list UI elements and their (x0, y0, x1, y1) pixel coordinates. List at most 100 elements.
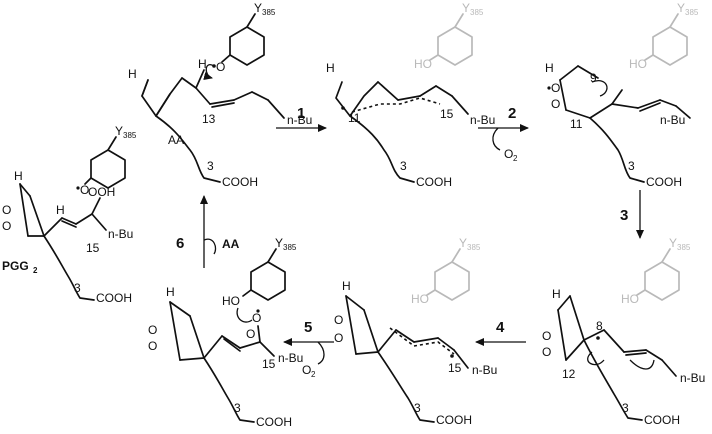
svg-text:n-Bu: n-Bu (470, 113, 495, 127)
h-label-aa-2: H (198, 57, 207, 71)
svg-text:HO: HO (629, 57, 647, 71)
svg-text:O: O (2, 219, 11, 233)
aa-label-step6: AA (222, 237, 240, 251)
pgg2-name: PGG 2 (2, 259, 38, 275)
step-5-label: 5 (304, 319, 312, 336)
svg-text:3: 3 (414, 401, 421, 415)
o-atom-2: O (551, 97, 560, 111)
aa-label: AA (168, 133, 184, 147)
tyr-label: Y (254, 1, 262, 15)
svg-text:n-Bu: n-Bu (680, 371, 705, 385)
svg-text:n-Bu: n-Bu (472, 363, 497, 377)
c11-label-b: 11 (348, 111, 361, 125)
step-1-label: 1 (297, 105, 305, 122)
structure-aa-substrate: Y 385 O H H 13 AA n-Bu 3 COOH (128, 1, 312, 189)
c15-label-b: 15 (440, 107, 454, 121)
step-1-arrow: 1 (276, 105, 327, 132)
tyrosine-faded-d: Y 385 HO (621, 236, 691, 306)
svg-text:COOH: COOH (436, 413, 472, 427)
svg-text:n-Bu: n-Bu (278, 351, 303, 365)
step-2-label: 2 (508, 105, 516, 122)
svg-text:n-Bu: n-Bu (108, 227, 133, 241)
svg-text:3: 3 (234, 401, 241, 415)
h-label-aa: H (128, 67, 137, 81)
svg-text:O: O (80, 183, 89, 197)
svg-text:HO: HO (411, 292, 429, 306)
svg-text:H: H (552, 287, 561, 301)
svg-text:O: O (542, 329, 551, 343)
structure-pentadienyl-radical: Y 385 HO H 11 15 n-Bu 3 COOH (326, 1, 495, 189)
svg-text:3: 3 (628, 159, 635, 173)
c15-label-f: 15 (262, 357, 276, 371)
tyrosyl-radical-g: Y 385 O (76, 124, 137, 197)
svg-text:O: O (252, 311, 261, 325)
h-abstraction-arrow (203, 64, 215, 80)
step-4-label: 4 (496, 319, 505, 336)
c11-label-c: 11 (570, 117, 583, 131)
c9-label: 9 (590, 71, 597, 85)
svg-text:3: 3 (74, 281, 81, 295)
svg-text:COOH: COOH (96, 291, 132, 305)
svg-text:O: O (334, 331, 343, 345)
structure-peroxyl-15: Y 385 HO O O H O O 15 n-Bu 3 COOH (148, 236, 303, 429)
o2-label-step2: O (504, 147, 513, 161)
svg-text:385: 385 (283, 243, 297, 252)
svg-text:O: O (334, 313, 343, 327)
step-6-arrow: 6 AA (176, 195, 240, 268)
c13-label: 13 (202, 112, 216, 126)
svg-text:2: 2 (33, 266, 38, 275)
c15-label-e: 15 (448, 361, 462, 375)
svg-text:n-Bu: n-Bu (660, 113, 685, 127)
svg-text:O: O (2, 203, 11, 217)
c15-label-g: 15 (86, 241, 100, 255)
o-atom-1: O (551, 81, 560, 95)
structure-pgg2: Y 385 O H H O O OOH 15 n-Bu 3 COOH PGG 2 (2, 124, 137, 305)
svg-text:385: 385 (470, 8, 484, 17)
svg-text:COOH: COOH (644, 413, 680, 427)
svg-text:H: H (326, 61, 335, 75)
svg-text:Y: Y (115, 124, 123, 138)
svg-text:COOH: COOH (256, 415, 292, 429)
structure-endoperoxide-radical: Y 385 HO H O O 8 12 n-Bu 3 COOH (542, 236, 705, 427)
svg-text:Y: Y (462, 1, 470, 15)
cyclization-arrow (591, 80, 608, 97)
svg-text:H: H (342, 279, 351, 293)
svg-text:H: H (545, 61, 554, 75)
svg-text:COOH: COOH (646, 175, 682, 189)
tyrosyl-radical: Y 385 O (203, 1, 276, 80)
svg-text:H: H (56, 203, 65, 217)
step-3-arrow: 3 (620, 190, 644, 239)
cooh-label-aa: COOH (222, 175, 258, 189)
svg-text:H: H (166, 285, 175, 299)
svg-text:O: O (148, 323, 157, 337)
tyr-number: 385 (262, 8, 276, 17)
svg-text:O: O (542, 345, 551, 359)
tyrosine-faded-c: Y 385 HO (629, 1, 699, 71)
c8-label: 8 (596, 319, 603, 333)
o-radical-label: O (216, 60, 225, 74)
step-6-label: 6 (176, 235, 184, 252)
svg-text:Y: Y (669, 236, 677, 250)
svg-text:Y: Y (459, 236, 467, 250)
svg-text:COOH: COOH (416, 175, 452, 189)
svg-text:HO: HO (621, 292, 639, 306)
svg-text:H: H (14, 169, 23, 183)
svg-text:O: O (148, 339, 157, 353)
num3-label-aa: 3 (207, 159, 214, 173)
svg-text:O: O (246, 327, 255, 341)
structure-c15-radical: Y 385 HO H O O 15 n-Bu 3 COOH (334, 236, 497, 427)
step-4-arrow: 4 (475, 319, 526, 346)
step-5-arrow: 5 O 2 (283, 319, 334, 379)
svg-text:2: 2 (311, 370, 316, 379)
ooh-label: OOH (88, 185, 115, 199)
tyrosine-f: Y 385 HO (222, 236, 297, 323)
nbu-label-aa: n-Bu (287, 113, 312, 127)
svg-text:385: 385 (677, 243, 691, 252)
tyrosine-faded-b: Y 385 HO (414, 1, 484, 71)
tyrosine-faded-e: Y 385 HO (411, 236, 481, 306)
svg-text:Y: Y (275, 236, 283, 250)
svg-text:PGG: PGG (2, 259, 29, 273)
structure-peroxyl-radical: Y 385 HO O O H 9 11 n-Bu 3 COOH (545, 1, 699, 189)
